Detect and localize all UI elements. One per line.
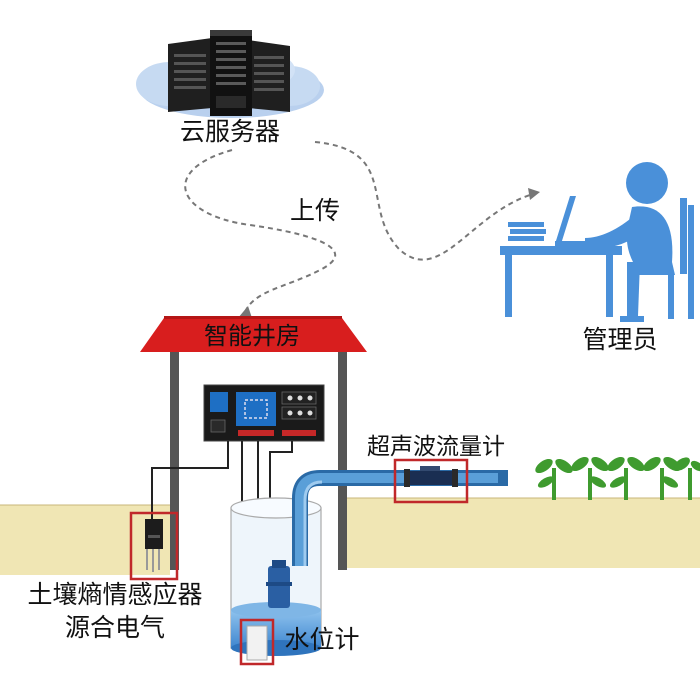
right-wall (338, 352, 347, 570)
soil-sensor-label-line1: 土壤熵情感应器 (27, 580, 202, 609)
water-tank (230, 497, 322, 656)
seedling-icon (535, 458, 573, 500)
flowmeter-device (404, 466, 458, 487)
water-level-label: 水位计 (284, 625, 359, 654)
left-wall (170, 352, 179, 570)
soil-sensor-highlight-box (129, 511, 179, 581)
seedling-icon (674, 457, 700, 500)
person-at-computer-icon (500, 162, 694, 322)
well-house-label: 智能井房 (204, 322, 300, 350)
admin-link-line (314, 141, 531, 261)
pump-icon (266, 560, 292, 608)
crops (535, 456, 700, 500)
water-level-highlight-box (239, 618, 275, 666)
water-pipe (292, 470, 508, 566)
arrow-to-admin-icon (528, 188, 540, 200)
upload-label: 上传 (290, 196, 340, 225)
well-house: 智能井房 (140, 316, 367, 570)
arrow-to-well-icon (238, 306, 252, 318)
flowmeter-label: 超声波流量计 (367, 434, 505, 460)
flowmeter-highlight-box (393, 458, 469, 504)
seedling-icon (571, 456, 609, 500)
water-level-sensor (246, 625, 268, 661)
cloud-server-label: 云服务器 (180, 117, 280, 146)
control-cabinet (203, 384, 325, 442)
cloud-server-group: 云服务器 (136, 30, 324, 146)
server-rack-cloud-icon (168, 30, 290, 116)
soil-sensor-device (145, 519, 163, 572)
soil-sensor-label-line2: 源合电气 (65, 613, 165, 642)
seedling-icon (607, 456, 645, 500)
ground (0, 497, 700, 575)
data-links (184, 141, 531, 313)
roof (140, 318, 367, 352)
upload-link-line (184, 149, 337, 313)
seedling-icon (643, 456, 681, 500)
admin-label: 管理员 (582, 325, 657, 354)
